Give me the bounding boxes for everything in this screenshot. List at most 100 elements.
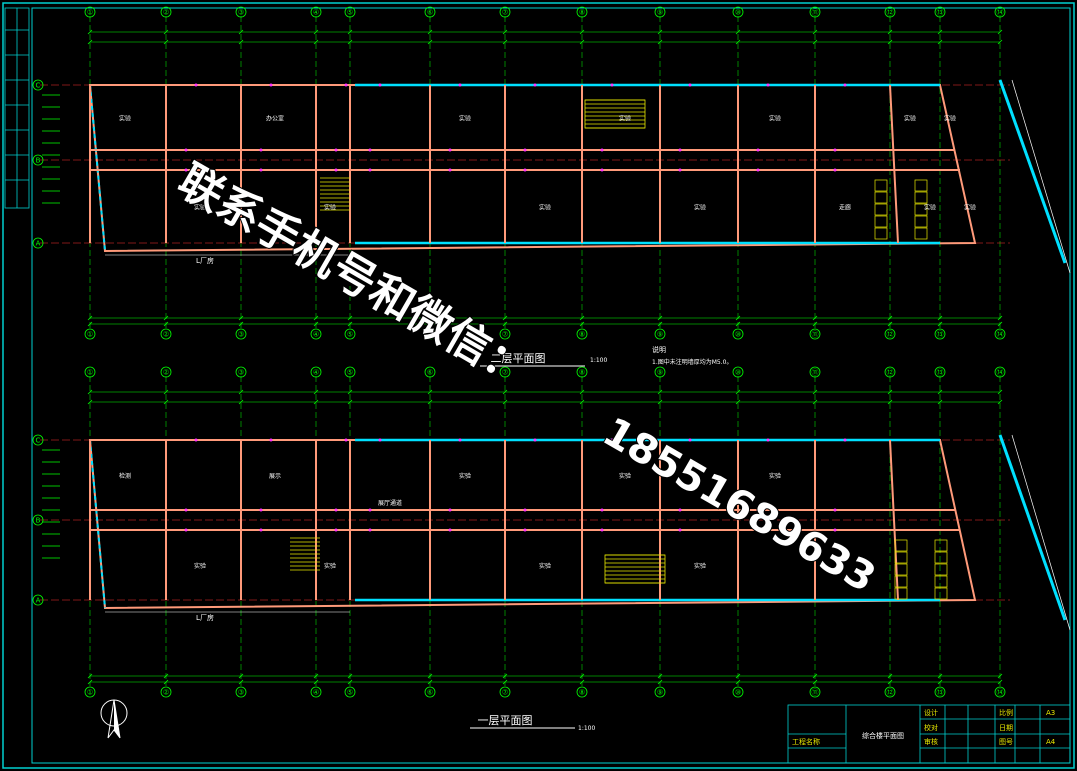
note-title: 说明: [652, 345, 666, 354]
dimension-tick: [427, 315, 433, 321]
dimension-tick: [937, 673, 943, 679]
room-label: 展示: [269, 473, 281, 480]
title-block-rev-b: A4: [1046, 738, 1056, 746]
dimension-tick: [657, 39, 663, 45]
grid-bubble-top: [344, 366, 356, 378]
grid-bubble-bottom: [934, 328, 946, 340]
dimension-tick: [812, 679, 818, 685]
dimension-tick: [887, 321, 893, 327]
dimension-tick: [427, 321, 433, 327]
grid-bubble-bottom: [84, 328, 96, 340]
watermark: 联系手机号和微信： 18551689633: [169, 154, 885, 602]
dimension-tick: [502, 321, 508, 327]
grid-bubble-bottom: [576, 328, 588, 340]
dimension-tick: [313, 321, 319, 327]
dimension-tick: [997, 679, 1003, 685]
side-grid-label: C: [36, 437, 41, 445]
room-label: 实验: [964, 204, 976, 212]
grid-bubble-bottom: [160, 328, 172, 340]
grid-bubble-top: [994, 6, 1006, 18]
dimension-tick: [313, 29, 319, 35]
dimension-tick: [812, 39, 818, 45]
door-mark: [756, 168, 760, 172]
grid-label-top: ⑫: [887, 9, 894, 17]
grid-bubble-bottom: [499, 686, 511, 698]
dimension-tick: [163, 321, 169, 327]
grid-bubble-top: [732, 366, 744, 378]
grid-bubble-bottom: [732, 328, 744, 340]
dimension-tick: [937, 321, 943, 327]
grid-bubble-top: [344, 6, 356, 18]
door-mark: [600, 148, 604, 152]
grid-label-bottom: ⑭: [997, 331, 1004, 339]
grid-label-bottom: ④: [313, 331, 319, 339]
grid-label-top: ②: [163, 9, 169, 17]
dimension-tick: [502, 399, 508, 405]
grid-label-bottom: ⑬: [937, 689, 944, 697]
dimension-tick: [347, 673, 353, 679]
dimension-tick: [887, 679, 893, 685]
grid-bubble-bottom: [499, 328, 511, 340]
grid-label-top: ②: [163, 369, 169, 377]
dimension-tick: [347, 321, 353, 327]
door-mark: [334, 148, 338, 152]
dimension-tick: [427, 29, 433, 35]
grid-label-bottom: ⑪: [812, 331, 819, 339]
room-label: 实验: [944, 115, 956, 123]
door-mark: [678, 508, 682, 512]
dimension-tick: [887, 389, 893, 395]
dimension-tick: [163, 679, 169, 685]
window-mark: [688, 83, 692, 87]
door-mark: [756, 528, 760, 532]
dimension-tick: [87, 39, 93, 45]
grid-label-bottom: ⑨: [657, 331, 663, 339]
grid-label-bottom: ⑫: [887, 689, 894, 697]
dimension-tick: [887, 39, 893, 45]
grid-label-top: ⑩: [735, 369, 741, 377]
interior-wall: [889, 439, 899, 601]
grid-bubble-top: [424, 6, 436, 18]
grid-label-top: ⑫: [887, 369, 894, 377]
door-mark: [259, 528, 263, 532]
title-block-cell-4: 比例: [999, 708, 1013, 717]
corridor-label: L厂房: [196, 613, 214, 622]
window-mark: [194, 83, 198, 87]
room-label: 实验: [194, 562, 206, 570]
door-mark: [678, 528, 682, 532]
grid-bubble-top: [994, 366, 1006, 378]
grid-bubble-bottom: [884, 686, 896, 698]
dimension-tick: [502, 389, 508, 395]
dimension-tick: [87, 389, 93, 395]
window-mark: [344, 83, 348, 87]
dimension-tick: [313, 679, 319, 685]
door-mark: [184, 168, 188, 172]
toilet-cubicle: [934, 563, 948, 576]
grid-bubble-top: [809, 366, 821, 378]
watermark-line1: 联系手机号和微信：: [170, 155, 538, 397]
grid-label-bottom: ⑫: [887, 331, 894, 339]
second-floor-plan: ①①②②③③④④⑤⑤⑥⑥⑦⑦⑧⑧⑨⑨⑩⑩⑪⑪⑫⑫⑬⑬⑭⑭CBA实验实验办公室实验…: [32, 6, 1071, 340]
dimension-tick: [937, 679, 943, 685]
grid-label-bottom: ⑥: [427, 689, 433, 697]
grid-bubble-top: [310, 366, 322, 378]
dimension-tick: [997, 39, 1003, 45]
toilet-cubicle: [874, 215, 888, 228]
dimension-tick: [427, 389, 433, 395]
grid-label-top: ①: [87, 9, 93, 17]
dimension-tick: [502, 39, 508, 45]
interior-wall: [889, 84, 899, 244]
grid-bubble-bottom: [934, 686, 946, 698]
door-mark: [523, 168, 527, 172]
grid-bubble-top: [84, 6, 96, 18]
window-mark: [269, 83, 273, 87]
side-grid-label: A: [36, 240, 41, 248]
grid-bubble-top: [160, 6, 172, 18]
door-mark: [259, 148, 263, 152]
dimension-tick: [997, 29, 1003, 35]
grid-label-bottom: ⑩: [735, 689, 741, 697]
door-mark: [334, 528, 338, 532]
dimension-tick: [735, 29, 741, 35]
door-mark: [833, 168, 837, 172]
side-grid-bubble: [32, 79, 44, 91]
dimension-tick: [87, 673, 93, 679]
